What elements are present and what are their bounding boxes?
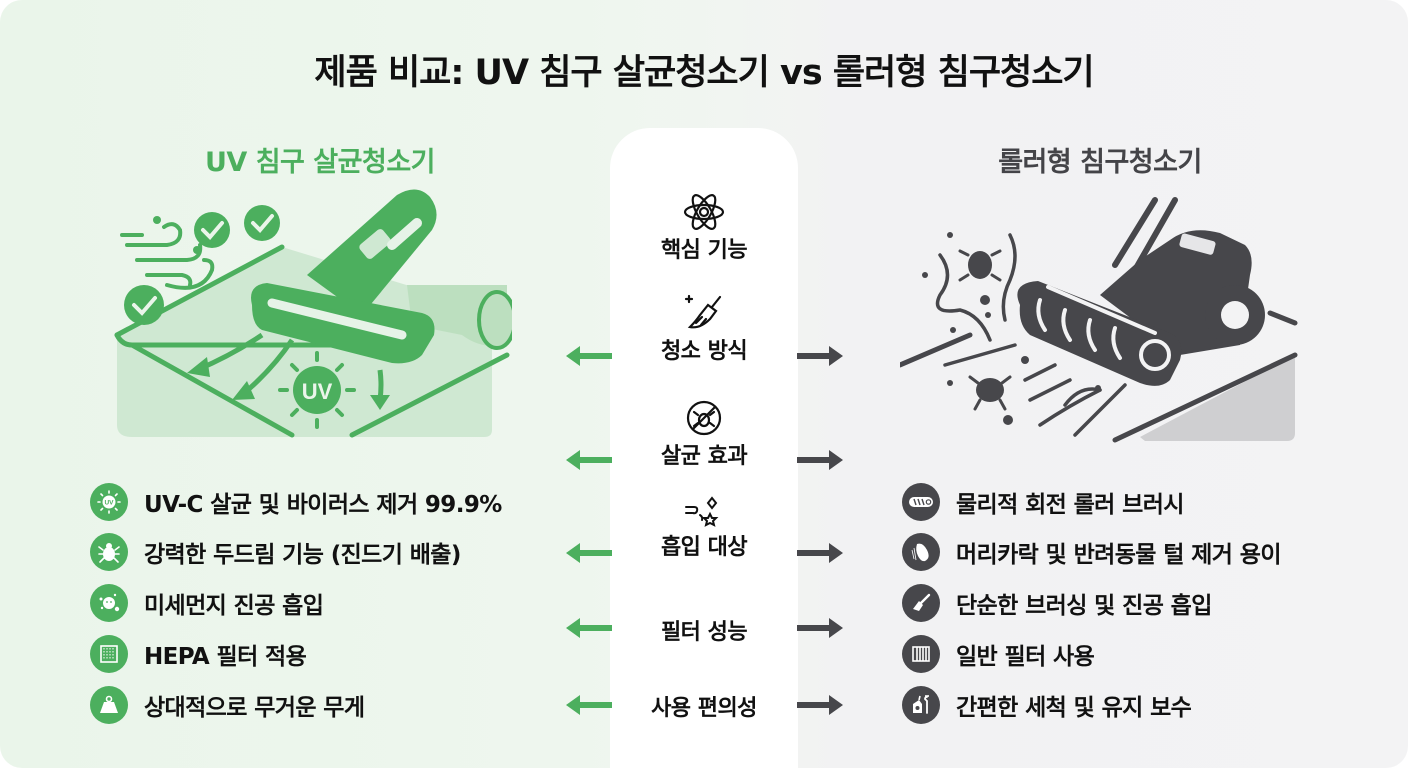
feature-text: 강력한 두드림 기능 (진드기 배출) (144, 542, 461, 568)
list-item: 간편한 세척 및 유지 보수 (902, 685, 1192, 725)
list-item: 강력한 두드림 기능 (진드기 배출) (90, 532, 461, 572)
page-title: 제품 비교: UV 침구 살균청소기 vs 롤러형 침구청소기 (314, 53, 1094, 93)
left-arrow-icon (566, 543, 612, 563)
fine-dust-icon (90, 584, 128, 622)
left-arrow-icon (566, 450, 612, 470)
feature-text: 단순한 브러싱 및 진공 흡입 (956, 593, 1212, 619)
list-item: 일반 필터 사용 (902, 634, 1095, 674)
right-arrow-icon (797, 450, 843, 470)
criterion-filter-performance: 필터 성능 (610, 614, 798, 646)
criterion-label: 필터 성능 (660, 620, 748, 645)
hepa-filter-icon (90, 635, 128, 673)
criterion-core-function: 핵심 기능 (610, 192, 798, 264)
right-arrow-icon (797, 346, 843, 366)
feature-text: 상대적으로 무거운 무게 (144, 695, 365, 721)
feature-text: UV-C 살균 및 바이러스 제거 99.9% (144, 492, 502, 518)
feature-text: 물리적 회전 롤러 브러시 (956, 492, 1184, 518)
suction-sparkle-icon (685, 496, 719, 527)
atom-icon (683, 194, 725, 230)
uv-bed-vacuum-illustration: UV (112, 185, 517, 440)
criterion-label: 흡입 대상 (660, 535, 748, 560)
list-item: 머리카락 및 반려동물 털 제거 용이 (902, 532, 1281, 572)
roller-brush-icon (902, 483, 940, 521)
criterion-suction-target: 흡입 대상 (610, 495, 798, 561)
feature-text: 머리카락 및 반려동물 털 제거 용이 (956, 542, 1281, 568)
weight-icon (90, 686, 128, 724)
criterion-usability: 사용 편의성 (610, 690, 798, 722)
criterion-label: 청소 방식 (660, 339, 748, 364)
broom-icon (684, 294, 722, 329)
list-item: UV UV-C 살균 및 바이러스 제거 99.9% (90, 482, 502, 522)
list-item: 상대적으로 무거운 무게 (90, 685, 365, 725)
feature-text: 미세먼지 진공 흡입 (144, 593, 324, 619)
uv-product-heading: UV 침구 살균청소기 (205, 147, 436, 178)
feature-text: 일반 필터 사용 (956, 644, 1095, 670)
list-item: HEPA 필터 적용 (90, 634, 307, 674)
criterion-cleaning-method: 청소 방식 (610, 293, 798, 365)
svg-text:UV: UV (104, 500, 114, 507)
criterion-label: 살균 효과 (660, 444, 748, 469)
uv-sun-icon: UV (90, 483, 128, 521)
left-arrow-icon (566, 695, 612, 715)
feature-text: HEPA 필터 적용 (144, 644, 307, 670)
criterion-sterilization: 살균 효과 (610, 398, 798, 470)
filter-icon (902, 635, 940, 673)
feature-text: 간편한 세척 및 유지 보수 (956, 695, 1192, 721)
no-bug-icon (686, 400, 722, 436)
left-arrow-icon (566, 346, 612, 366)
list-item: 단순한 브러싱 및 진공 흡입 (902, 583, 1212, 623)
criteria-column (610, 128, 798, 768)
dust-mite-icon (90, 533, 128, 571)
list-item: 미세먼지 진공 흡입 (90, 583, 324, 623)
roller-bed-vacuum-illustration (897, 185, 1330, 450)
right-arrow-icon (797, 618, 843, 638)
roller-product-heading: 롤러형 침구청소기 (998, 147, 1202, 178)
right-arrow-icon (797, 695, 843, 715)
svg-text:UV: UV (302, 379, 333, 404)
maintenance-icon (902, 686, 940, 724)
left-arrow-icon (566, 618, 612, 638)
brush-icon (902, 584, 940, 622)
hair-icon (902, 533, 940, 571)
right-arrow-icon (797, 543, 843, 563)
list-item: 물리적 회전 롤러 브러시 (902, 482, 1184, 522)
criterion-label: 사용 편의성 (651, 696, 757, 721)
criterion-label: 핵심 기능 (660, 238, 748, 263)
